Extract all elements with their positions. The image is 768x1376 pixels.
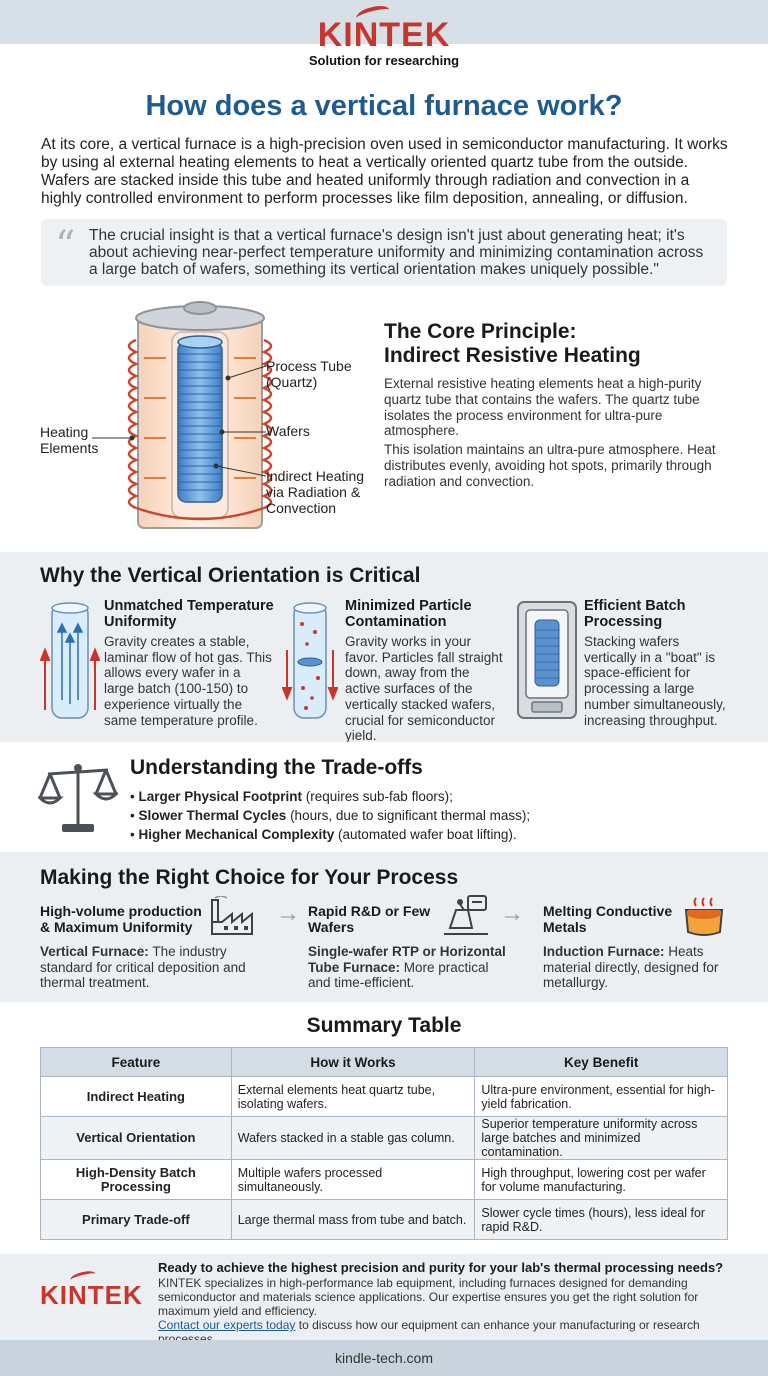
cta-section: KINTEK Ready to achieve the highest prec… <box>0 1254 768 1346</box>
choice-card-1-text: Vertical Furnace: The industry standard … <box>40 944 246 991</box>
lab-microscope-icon <box>444 895 488 935</box>
brand-tagline: Solution for researching <box>308 53 460 68</box>
choice-card-3-text: Induction Furnace: Heats material direct… <box>543 944 719 991</box>
list-item: • Higher Mechanical Complexity (automate… <box>130 827 517 842</box>
label-wafers: Wafers <box>266 423 310 439</box>
quote-text: The crucial insight is that a vertical f… <box>89 227 704 278</box>
table-row: Indirect Heating External elements heat … <box>40 1076 728 1117</box>
choice-card-2-text: Single-wafer RTP or Horizontal Tube Furn… <box>308 944 506 991</box>
column-header: Key Benefit <box>474 1047 728 1077</box>
cta-body: KINTEK specializes in high-performance l… <box>158 1276 700 1346</box>
choice-section-title: Making the Right Choice for Your Process <box>40 866 459 889</box>
intro-paragraph: At its core, a vertical furnace is a hig… <box>41 136 728 207</box>
footer-url[interactable]: kindle-tech.com <box>0 1340 768 1376</box>
right-choice-section: Making the Right Choice for Your Process… <box>0 852 768 1002</box>
table-cell: Vertical Orientation <box>40 1116 232 1160</box>
card-uniformity-text: Gravity creates a stable, laminar flow o… <box>104 634 272 728</box>
label-process-tube: Process Tube(Quartz) <box>266 358 352 390</box>
arrow-right-icon: → <box>500 900 524 927</box>
brand-logo: KINTEK Solution for researching <box>0 3 768 68</box>
summary-table: Feature How it Works Key Benefit Indirec… <box>40 1047 728 1240</box>
particle-tube-icon <box>282 602 338 719</box>
tradeoffs-list: • Larger Physical Footprint (requires su… <box>130 787 750 844</box>
column-header: Feature <box>40 1047 232 1077</box>
list-item: • Larger Physical Footprint (requires su… <box>130 789 453 804</box>
insight-quote: “ The crucial insight is that a vertical… <box>41 219 727 286</box>
vertical-orientation-section: Why the Vertical Orientation is Critical… <box>0 552 768 744</box>
list-item: • Slower Thermal Cycles (hours, due to s… <box>130 808 531 823</box>
brand-name: KINTEK <box>317 16 451 54</box>
furnace-illustration <box>92 301 273 529</box>
cta-heading: Ready to achieve the highest precision a… <box>158 1260 724 1275</box>
table-cell: Indirect Heating <box>40 1076 232 1117</box>
summary-title: Summary Table <box>306 1014 462 1037</box>
card-contamination-text: Gravity works in your favor. Particles f… <box>345 634 503 744</box>
core-paragraph-1: External resistive heating elements heat… <box>384 376 702 439</box>
page-title: How does a vertical furnace work? <box>145 90 623 122</box>
wafer-stack-icon <box>177 335 223 503</box>
crucible-icon <box>684 897 724 936</box>
heating-coil-icon <box>127 338 273 521</box>
table-cell: Superior temperature uniformity across l… <box>474 1116 728 1160</box>
table-row: High-Density Batch Processing Multiple w… <box>40 1159 728 1200</box>
gas-port <box>183 301 217 315</box>
arrow-right-icon: → <box>276 900 300 927</box>
table-cell: High-Density Batch Processing <box>40 1159 232 1200</box>
factory-icon <box>211 896 253 935</box>
table-row: Vertical Orientation Wafers stacked in a… <box>40 1116 728 1160</box>
tradeoffs-title: Understanding the Trade-offs <box>130 756 423 779</box>
table-cell: Ultra-pure environment, essential for hi… <box>474 1076 728 1117</box>
quote-icon: “ <box>55 223 76 269</box>
table-cell: Slower cycle times (hours), less ideal f… <box>474 1199 728 1240</box>
contact-experts-link[interactable]: Contact our experts today <box>158 1318 296 1332</box>
label-leaders <box>92 365 267 477</box>
table-cell: Multiple wafers processed simultaneously… <box>230 1159 476 1200</box>
gas-flow-tube-icon <box>40 602 100 719</box>
cta-logo: KINTEK <box>40 1280 143 1310</box>
card-batch-text: Stacking wafers vertically in a "boat" i… <box>584 634 726 728</box>
column-header: How it Works <box>230 1047 476 1077</box>
top-banner <box>0 0 768 44</box>
table-cell: High throughput, lowering cost per wafer… <box>474 1159 728 1200</box>
table-header-row: Feature How it Works Key Benefit <box>40 1047 728 1077</box>
wafer-boat-icon <box>517 601 577 719</box>
table-cell: External elements heat quartz tube, isol… <box>230 1076 476 1117</box>
heat-arrows-icon <box>144 357 256 479</box>
core-paragraph-2: This isolation maintains an ultra-pure a… <box>384 442 716 489</box>
table-row: Primary Trade-off Large thermal mass fro… <box>40 1199 728 1240</box>
table-cell: Large thermal mass from tube and batch. <box>230 1199 476 1240</box>
choice-card-1-title: High-volume production& Maximum Uniformi… <box>40 903 202 935</box>
table-cell: Wafers stacked in a stable gas column. <box>230 1116 476 1160</box>
vertical-section-title: Why the Vertical Orientation is Critical <box>40 564 421 587</box>
balance-scale-icon <box>38 764 118 832</box>
core-principle-title: The Core Principle:Indirect Resistive He… <box>384 320 641 367</box>
table-cell: Primary Trade-off <box>40 1199 232 1240</box>
tradeoffs-section: Understanding the Trade-offs • Larger Ph… <box>0 742 768 852</box>
